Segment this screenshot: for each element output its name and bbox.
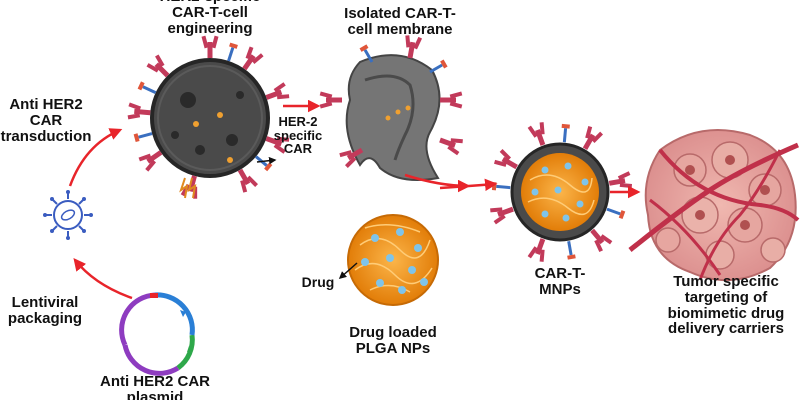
arrow-packaging [73, 258, 133, 300]
label-transduction: Anti HER2 CAR transduction [0, 96, 92, 145]
label-isolated-membrane: Isolated CAR-T- cell membrane [344, 5, 456, 38]
lentivirus [43, 190, 93, 240]
label-car-t-engineering: HER2-specific CAR-T-cell engineering [160, 0, 261, 37]
label-lentiviral: Lentiviral packaging [7, 294, 83, 327]
plga-nanoparticle [347, 214, 439, 306]
label-drug: Drug [301, 274, 335, 290]
arrow-plga-to-mnp [439, 178, 498, 192]
drug-pointer-arrow [338, 262, 358, 279]
label-tumor: Tumor specific targeting of biomimetic d… [667, 273, 785, 338]
plasmid [119, 292, 195, 376]
car-t-mnp [489, 121, 633, 263]
pointer-arrow [256, 156, 277, 165]
car-t-cell [127, 35, 291, 200]
label-drug-loaded: Drug loaded PLGA NPs [349, 324, 437, 357]
flow-arrows [68, 99, 641, 300]
arrow-transduction [68, 128, 123, 187]
label-her2-car: HER-2 specific CAR [273, 114, 323, 157]
isolated-membrane [319, 34, 464, 181]
tumor-tissue [628, 129, 800, 282]
label-car-t-mnps: CAR-T- MNPs [534, 265, 586, 298]
label-plasmid: Anti HER2 CAR plasmid [99, 373, 210, 400]
